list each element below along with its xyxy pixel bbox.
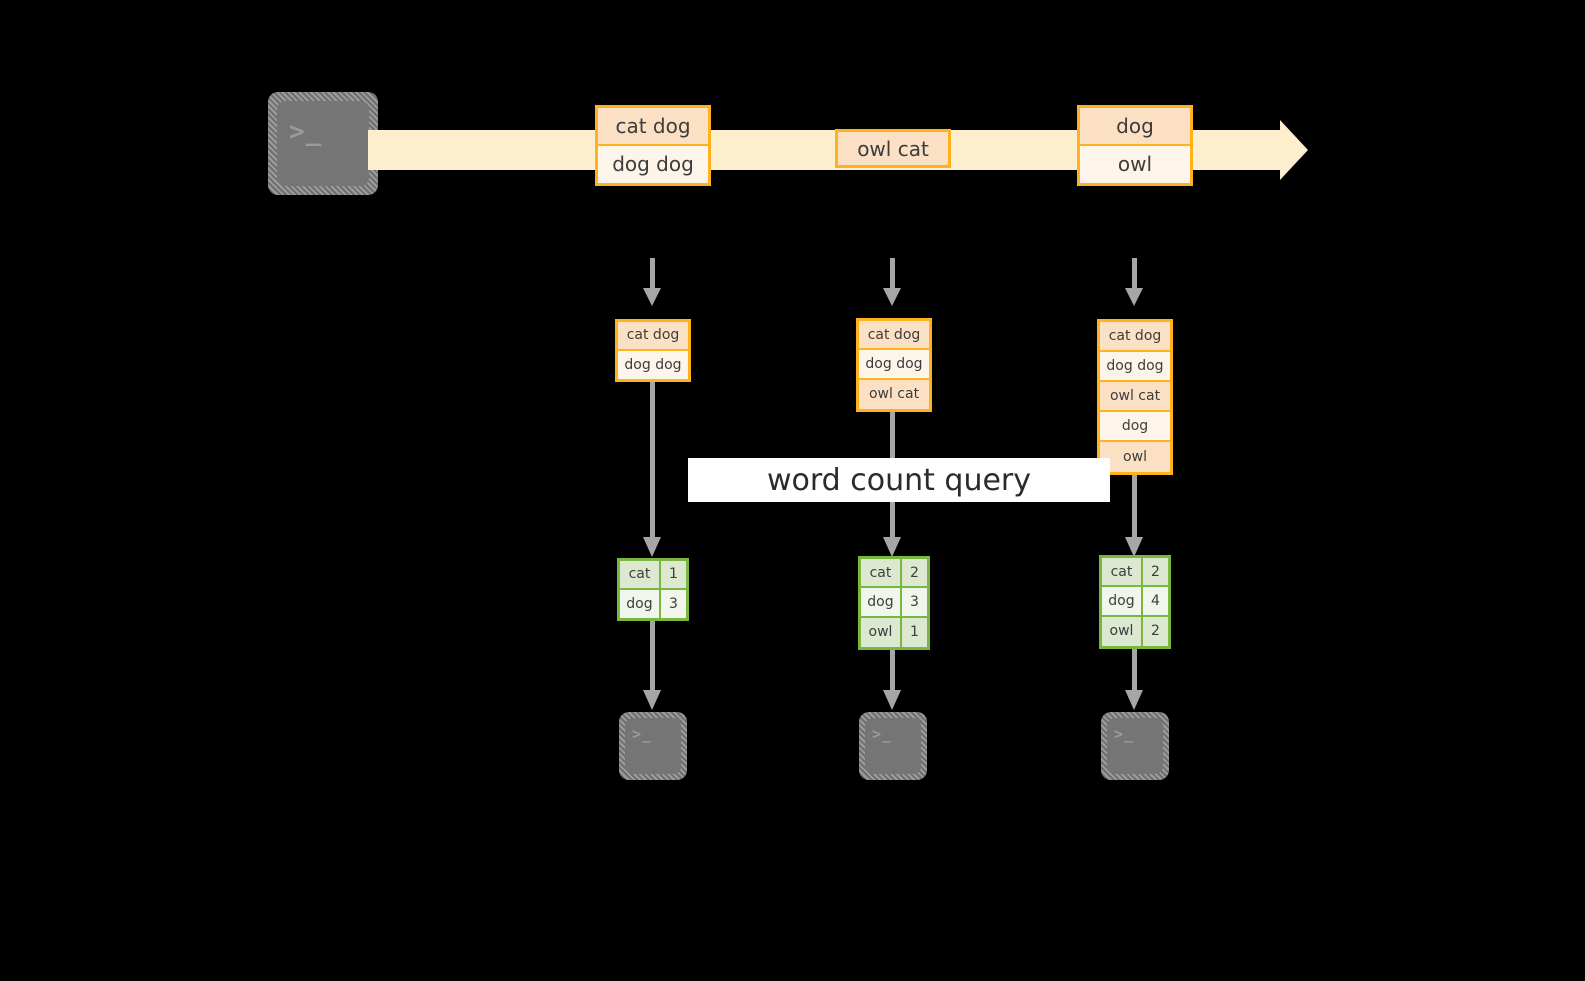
- sink-arrowhead-3: [1125, 690, 1143, 710]
- result-table-t2[interactable]: cat 2 dog 3 owl 1: [858, 556, 930, 650]
- stream-batch-3-row: dog: [1080, 108, 1190, 146]
- stream-arrowhead-icon: [1280, 120, 1308, 180]
- input-table-t2[interactable]: cat dog dog dog owl cat: [856, 318, 932, 412]
- result-word-cell: cat: [620, 561, 661, 588]
- stream-to-table-connector-3: [1132, 258, 1137, 291]
- sink-connector-3: [1132, 649, 1137, 693]
- result-count-cell: 3: [660, 589, 686, 618]
- input-table-t3-row: owl cat: [1100, 382, 1170, 412]
- input-table-t1-row: cat dog: [618, 322, 688, 351]
- query-arrowhead-2: [883, 537, 901, 557]
- result-table-t2-row: owl 1: [861, 617, 927, 647]
- result-table-t3-row: cat 2: [1102, 558, 1168, 588]
- result-table-t3-row: dog 4: [1102, 587, 1168, 617]
- sink-terminal-icon-2[interactable]: >_: [859, 712, 927, 780]
- terminal-prompt-glyph: >_: [289, 117, 323, 147]
- stream-batch-1[interactable]: cat dog dog dog: [595, 105, 711, 186]
- sink-terminal-icon-3[interactable]: >_: [1101, 712, 1169, 780]
- terminal-prompt-glyph: >_: [872, 725, 893, 743]
- input-table-t2-row: dog dog: [859, 350, 929, 380]
- input-table-t3-row: cat dog: [1100, 322, 1170, 352]
- stream-batch-2-row: owl cat: [838, 132, 948, 165]
- terminal-prompt-glyph: >_: [632, 725, 653, 743]
- stream-batch-3[interactable]: dog owl: [1077, 105, 1193, 186]
- result-word-cell: cat: [861, 559, 902, 587]
- result-word-cell: dog: [1102, 587, 1143, 615]
- result-count-cell: 3: [901, 588, 927, 616]
- result-count-cell: 1: [901, 617, 927, 647]
- stream-to-table-connector-2: [890, 258, 895, 291]
- query-arrowhead-1: [643, 537, 661, 557]
- stream-to-table-arrowhead-2: [883, 288, 901, 306]
- query-label-band: word count query: [688, 458, 1110, 502]
- source-terminal-icon[interactable]: >_: [268, 92, 378, 195]
- result-table-t2-row: cat 2: [861, 559, 927, 589]
- sink-arrowhead-2: [883, 690, 901, 710]
- stream-batch-1-row: cat dog: [598, 108, 708, 146]
- result-count-cell: 1: [660, 561, 686, 588]
- sink-connector-2: [890, 650, 895, 693]
- sink-connector-1: [650, 621, 655, 693]
- terminal-screen: >_: [865, 718, 921, 774]
- query-arrowhead-3: [1125, 537, 1143, 557]
- result-table-t2-row: dog 3: [861, 588, 927, 618]
- sink-arrowhead-1: [643, 690, 661, 710]
- input-table-t2-row: cat dog: [859, 321, 929, 351]
- result-count-cell: 2: [1142, 558, 1168, 586]
- stream-batch-1-row: dog dog: [598, 145, 708, 183]
- terminal-screen: >_: [1107, 718, 1163, 774]
- terminal-screen: >_: [625, 718, 681, 774]
- input-table-t3-row: dog dog: [1100, 352, 1170, 382]
- input-table-t3-row: owl: [1100, 442, 1170, 472]
- stream-batch-2[interactable]: owl cat: [835, 129, 951, 168]
- stream-batch-3-row: owl: [1080, 145, 1190, 183]
- query-connector-1: [650, 382, 655, 540]
- result-table-t1[interactable]: cat 1 dog 3: [617, 558, 689, 621]
- result-word-cell: dog: [620, 589, 661, 618]
- result-word-cell: dog: [861, 588, 902, 616]
- result-word-cell: owl: [1102, 616, 1143, 646]
- stream-to-table-connector-1: [650, 258, 655, 291]
- terminal-screen: >_: [277, 101, 369, 186]
- input-table-t3[interactable]: cat dog dog dog owl cat dog owl: [1097, 319, 1173, 475]
- terminal-prompt-glyph: >_: [1114, 725, 1135, 743]
- result-table-t3-row: owl 2: [1102, 616, 1168, 646]
- input-table-t3-row: dog: [1100, 412, 1170, 442]
- result-table-t3[interactable]: cat 2 dog 4 owl 2: [1099, 555, 1171, 649]
- result-count-cell: 2: [1142, 616, 1168, 646]
- result-word-cell: cat: [1102, 558, 1143, 586]
- result-word-cell: owl: [861, 617, 902, 647]
- input-table-t2-row: owl cat: [859, 379, 929, 409]
- result-table-t1-row: cat 1: [620, 561, 686, 590]
- stream-to-table-arrowhead-3: [1125, 288, 1143, 306]
- result-table-t1-row: dog 3: [620, 589, 686, 618]
- input-table-t1[interactable]: cat dog dog dog: [615, 319, 691, 382]
- query-connector-3: [1132, 475, 1137, 540]
- stream-to-table-arrowhead-1: [643, 288, 661, 306]
- result-count-cell: 2: [901, 559, 927, 587]
- result-count-cell: 4: [1142, 587, 1168, 615]
- sink-terminal-icon-1[interactable]: >_: [619, 712, 687, 780]
- input-table-t1-row: dog dog: [618, 350, 688, 379]
